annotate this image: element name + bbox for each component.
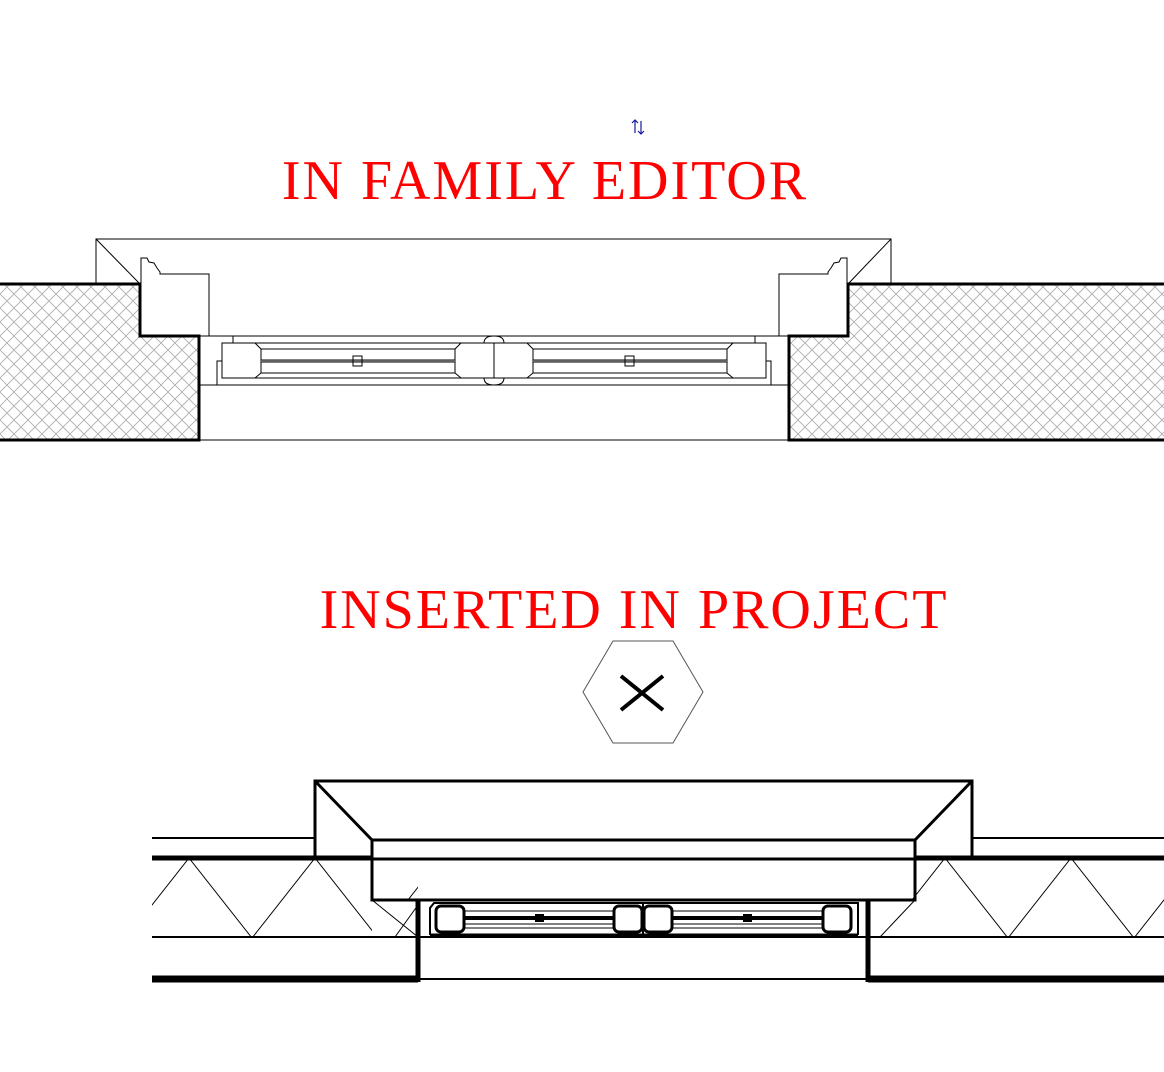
project-window-plan (152, 779, 1164, 983)
right-wall (868, 860, 1164, 937)
left-trim (140, 257, 210, 337)
left-handle (352, 355, 363, 367)
casing-outline (95, 238, 892, 284)
right-handle (743, 914, 752, 922)
flip-arrows-icon[interactable] (631, 119, 645, 135)
casing-outline (313, 779, 974, 861)
right-wall (789, 284, 1164, 440)
window-frame (429, 902, 859, 935)
left-handle (535, 914, 544, 922)
family-editor-window-plan (0, 238, 1164, 442)
right-handle (624, 355, 635, 367)
family-editor-label: IN FAMILY EDITOR (282, 150, 808, 212)
right-trim (778, 257, 848, 337)
project-label: INSERTED IN PROJECT (320, 579, 949, 641)
casing-inner (370, 838, 917, 902)
hexagon-x-icon[interactable] (582, 640, 704, 744)
left-wall (0, 284, 199, 440)
